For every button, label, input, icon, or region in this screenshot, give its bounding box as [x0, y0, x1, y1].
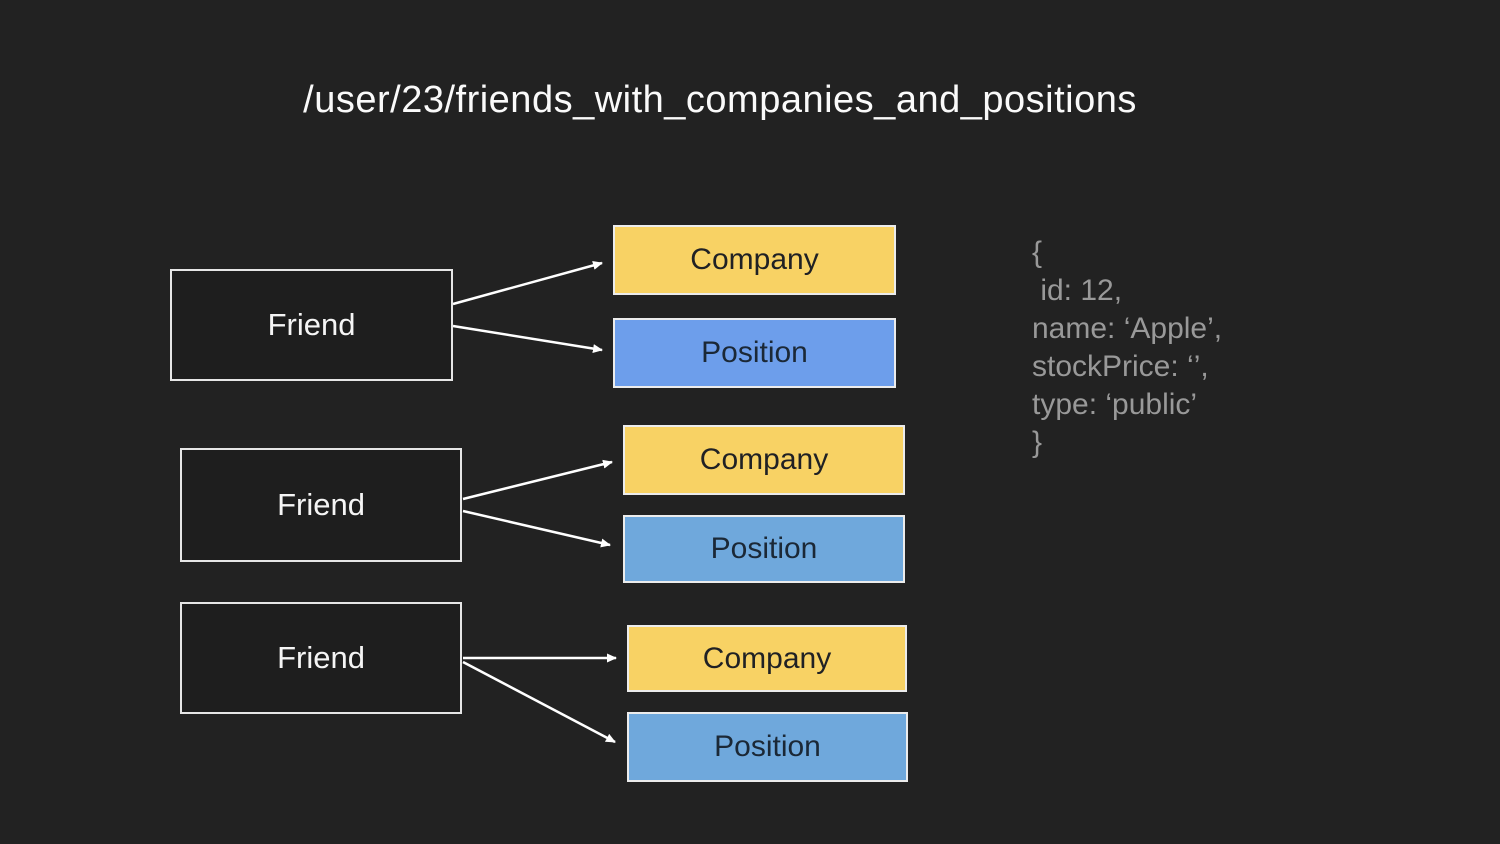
arrow-friend2-to-position2 [462, 509, 611, 548]
position-box-2-label: Position [710, 532, 818, 565]
arrow-friend1-to-position1 [452, 324, 603, 354]
json-line: id: 12, [1032, 274, 1123, 307]
page-title: /user/23/friends_with_companies_and_posi… [303, 79, 1137, 121]
arrow-friend2-to-company2 [462, 459, 613, 501]
company-box-2-label: Company [699, 443, 829, 476]
friend-box-1-label: Friend [267, 307, 356, 342]
json-line: } [1032, 426, 1043, 459]
json-line: name: ‘Apple’, [1032, 312, 1223, 345]
position-box-2: Position [623, 515, 905, 583]
json-line: stockPrice: ‘’, [1032, 350, 1209, 383]
arrow-friend3-to-position3 [462, 660, 616, 744]
json-line: type: ‘public’ [1032, 388, 1198, 421]
json-snippet: { id: 12, name: ‘Apple’, stockPrice: ‘’,… [1032, 234, 1222, 462]
position-box-1-label: Position [701, 336, 808, 369]
company-box-1: Company [613, 225, 896, 295]
friend-box-2-label: Friend [277, 487, 365, 522]
friend-box-2: Friend [180, 448, 462, 562]
friend-box-1: Friend [170, 269, 453, 381]
position-box-3-label: Position [714, 730, 821, 763]
company-box-2: Company [623, 425, 905, 495]
friend-box-3-label: Friend [277, 640, 365, 675]
company-box-3: Company [627, 625, 907, 692]
company-box-3-label: Company [702, 641, 832, 675]
company-box-1-label: Company [690, 243, 819, 276]
json-line: { [1032, 236, 1043, 269]
position-box-1: Position [613, 318, 896, 388]
friend-box-3: Friend [180, 602, 462, 714]
position-box-3: Position [627, 712, 908, 782]
arrow-friend1-to-company1 [452, 261, 603, 306]
